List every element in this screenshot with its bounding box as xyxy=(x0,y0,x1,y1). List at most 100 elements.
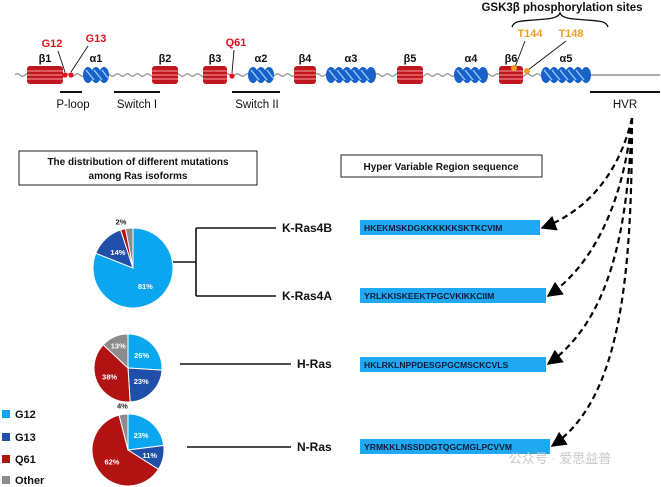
pie-hras-slice-g13 xyxy=(127,367,163,403)
pie-hras-slice-g12 xyxy=(127,333,163,371)
t148-pointer xyxy=(527,40,567,71)
sequence-nras: YRMKKLNSSDDGTQGCMGLPCVVM xyxy=(364,442,512,452)
pie-hras: 26% 23% 38% 13% xyxy=(93,333,163,403)
helix-alpha5 xyxy=(541,67,591,83)
legend-swatch-q61 xyxy=(2,455,10,463)
pie-nras-label-g12: 23% xyxy=(134,431,149,440)
pie-kras: 81% 14% 2% xyxy=(92,218,174,309)
helix-alpha1 xyxy=(83,67,109,83)
pie-nras-label-other: 4% xyxy=(117,401,128,410)
q61-pointer xyxy=(231,49,235,74)
g12-site-dot xyxy=(62,72,68,78)
g13-site-dot xyxy=(68,72,74,78)
isoform-name-kras4b: K-Ras4B xyxy=(282,221,332,235)
region-switch1: Switch I xyxy=(117,99,157,111)
legend-swatch-g12 xyxy=(2,410,10,418)
hvr-arrow-hras xyxy=(546,117,634,365)
label-beta2: β2 xyxy=(159,53,172,65)
mutation-label-q61: Q61 xyxy=(226,37,247,49)
pie-hras-label-g13: 23% xyxy=(134,377,149,386)
sequence-box-kras4a: YRLKKISKEEKTPGCVKIKKCIIM xyxy=(360,288,546,303)
legend-swatch-g13 xyxy=(2,433,10,441)
distribution-title-text-2: among Ras isoforms xyxy=(89,171,188,182)
distribution-title-line1: The distribution of different mutations xyxy=(47,157,229,168)
hvr-arrow-kras4a xyxy=(546,117,634,297)
q61-site-dot xyxy=(229,73,235,79)
sequence-kras4a: YRLKKISKEEKTPGCVKIKKCIIM xyxy=(364,291,494,301)
phospho-label-t148: T148 xyxy=(558,28,583,40)
sequence-box-kras4b: HKEKMSKDGKKKKKKSKTKCVIM xyxy=(360,220,540,235)
secondary-structure xyxy=(27,66,591,84)
pie-hras-label-q61: 38% xyxy=(102,373,117,382)
strand-beta4 xyxy=(294,66,316,84)
mutation-label-g13: G13 xyxy=(86,33,107,45)
legend-swatch-other xyxy=(2,476,10,484)
gsk3b-brace xyxy=(511,10,609,28)
t144-pointer xyxy=(514,40,526,68)
legend-label-g13: G13 xyxy=(15,432,36,444)
pie-nras: 23% 11% 62% 4% xyxy=(91,401,165,487)
g12-pointer xyxy=(57,50,66,73)
mutation-label-g12: G12 xyxy=(42,38,63,50)
isoform-tree xyxy=(172,227,291,448)
hvr-arrow-kras4b xyxy=(540,117,634,231)
label-beta4: β4 xyxy=(299,53,313,65)
pie-kras-label-g12: 81% xyxy=(138,282,153,291)
pie-charts: 81% 14% 2% 26% 23% 38% 13% 23% 11% 62% 4% xyxy=(91,218,174,487)
label-alpha1: α1 xyxy=(90,53,103,65)
helix-alpha4 xyxy=(454,67,488,83)
pie-hras-slice-q61 xyxy=(93,344,131,403)
sequence-box-nras: YRMKKLNSSDDGTQGCMGLPCVVM xyxy=(360,439,550,454)
pie-nras-label-g13: 11% xyxy=(142,451,157,460)
legend-label-g12: G12 xyxy=(15,409,36,421)
helix-alpha3 xyxy=(326,67,376,83)
distribution-title-box xyxy=(18,150,258,186)
kras-branch xyxy=(172,227,276,297)
hvr-title-text: Hyper Variable Region sequence xyxy=(363,162,518,173)
g13-pointer xyxy=(70,45,89,73)
label-alpha2: α2 xyxy=(255,53,268,65)
strand-beta5 xyxy=(397,66,423,84)
hvr-title-box xyxy=(340,154,543,178)
distribution-title-text: The distribution of different mutations xyxy=(47,157,229,168)
region-hvr: HVR xyxy=(613,99,637,111)
region-p-loop: P-loop xyxy=(56,99,89,111)
pie-kras-label-g13: 14% xyxy=(110,248,125,257)
strand-beta1 xyxy=(27,66,63,84)
t148-site-dot xyxy=(524,68,530,74)
legend-label-q61: Q61 xyxy=(15,454,36,466)
t144-site-dot xyxy=(511,65,517,71)
strand-beta2 xyxy=(152,66,178,84)
pie-nras-label-q61: 62% xyxy=(104,458,119,467)
helix-alpha2 xyxy=(248,67,274,83)
label-beta1: β1 xyxy=(39,53,52,65)
label-alpha3: α3 xyxy=(345,53,358,65)
pie-nras-slice-g12 xyxy=(127,413,165,451)
label-alpha5: α5 xyxy=(560,53,573,65)
hvr-arrow-nras xyxy=(550,117,634,447)
label-beta3: β3 xyxy=(209,53,222,65)
label-beta5: β5 xyxy=(404,53,417,65)
sequence-hras: HKLRKLNPPDESGPGCMSCKCVLS xyxy=(364,360,508,370)
pie-hras-label-other: 13% xyxy=(111,342,126,351)
watermark-text: 公众号 · 爱思益普 xyxy=(509,451,612,466)
gsk3b-title: GSK3β phosphorylation sites xyxy=(481,2,642,14)
pie-nras-slice-other xyxy=(118,413,129,451)
strand-beta6 xyxy=(499,66,523,84)
sequence-kras4b: HKEKMSKDGKKKKKKSKTKCVIM xyxy=(364,223,502,233)
label-beta6: β6 xyxy=(505,53,518,65)
pie-nras-slice-q61 xyxy=(91,414,160,487)
phospho-label-t144: T144 xyxy=(517,28,543,40)
pie-hras-label-g12: 26% xyxy=(134,351,149,360)
pie-kras-slice-other xyxy=(124,227,134,269)
isoform-name-nras: N-Ras xyxy=(297,440,332,454)
isoform-name-kras4a: K-Ras4A xyxy=(282,289,332,303)
sequence-box-hras: HKLRKLNPPDESGPGCMSCKCVLS xyxy=(360,357,546,372)
pie-kras-label-q61: 2% xyxy=(116,218,127,227)
legend-label-other: Other xyxy=(15,475,45,487)
label-alpha4: α4 xyxy=(465,53,479,65)
region-switch2: Switch II xyxy=(235,99,278,111)
pie-hras-slice-other xyxy=(102,333,129,370)
